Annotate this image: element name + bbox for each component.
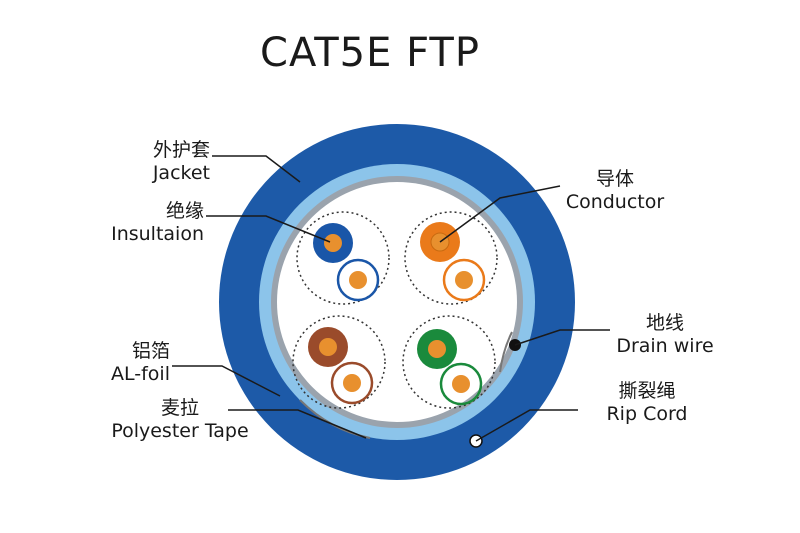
- pair-blue-conductor: [324, 234, 342, 252]
- pair-blue-stripe-conductor: [349, 271, 367, 289]
- leader-rip-cord: [475, 409, 578, 442]
- pair-green-conductor: [428, 340, 446, 358]
- pair-green-stripe-insulation: [439, 362, 483, 406]
- label-insulation: 绝缘 Insultaion: [80, 200, 204, 246]
- leader-al-foil: [172, 365, 281, 397]
- pair-orange-shield: [404, 211, 498, 305]
- label-insulation-en: Insultaion: [111, 223, 204, 245]
- label-jacket: 外护套 Jacket: [120, 139, 210, 185]
- leader-drain-wire: [514, 329, 610, 346]
- label-conductor-zh: 导体: [595, 168, 634, 190]
- label-conductor: 导体 Conductor: [555, 168, 675, 214]
- pair-brown-shield: [292, 315, 386, 409]
- leader-polyester-tape: [228, 409, 367, 439]
- pair-orange-stripe-conductor: [455, 271, 473, 289]
- label-drain-wire-zh: 地线: [645, 312, 684, 334]
- leader-conductor: [439, 185, 561, 243]
- diagram-title: CAT5E FTP: [260, 30, 480, 76]
- pair-green-stripe-conductor: [452, 375, 470, 393]
- pair-blue-stripe-insulation: [336, 258, 380, 302]
- label-conductor-en: Conductor: [565, 191, 665, 213]
- pair-brown-stripe-insulation: [330, 361, 374, 405]
- label-jacket-en: Jacket: [152, 162, 210, 184]
- label-rip-cord: 撕裂绳 Rip Cord: [592, 380, 702, 426]
- pair-orange-stripe-insulation: [442, 258, 486, 302]
- label-insulation-zh: 绝缘: [165, 200, 204, 222]
- leader-lines: [172, 155, 610, 442]
- label-rip-cord-zh: 撕裂绳: [618, 380, 676, 402]
- label-al-foil: 铝箔 AL-foil: [90, 340, 170, 386]
- label-al-foil-zh: 铝箔: [131, 340, 170, 362]
- label-polyester-tape: 麦拉 Polyester Tape: [100, 397, 260, 443]
- label-polyester-tape-en: Polyester Tape: [111, 420, 249, 442]
- pair-blue-shield: [296, 211, 390, 305]
- label-al-foil-en: AL-foil: [111, 363, 170, 385]
- label-jacket-zh: 外护套: [152, 139, 210, 161]
- leader-insulation: [206, 215, 331, 243]
- leader-jacket: [212, 155, 301, 183]
- label-rip-cord-en: Rip Cord: [606, 403, 688, 425]
- label-drain-wire: 地线 Drain wire: [606, 312, 724, 358]
- label-drain-wire-en: Drain wire: [616, 335, 714, 357]
- pair-green-shield: [402, 315, 496, 409]
- pair-brown-stripe-conductor: [343, 374, 361, 392]
- label-polyester-tape-zh: 麦拉: [160, 397, 199, 419]
- pair-brown-conductor: [319, 338, 337, 356]
- foil-fold: [499, 331, 513, 373]
